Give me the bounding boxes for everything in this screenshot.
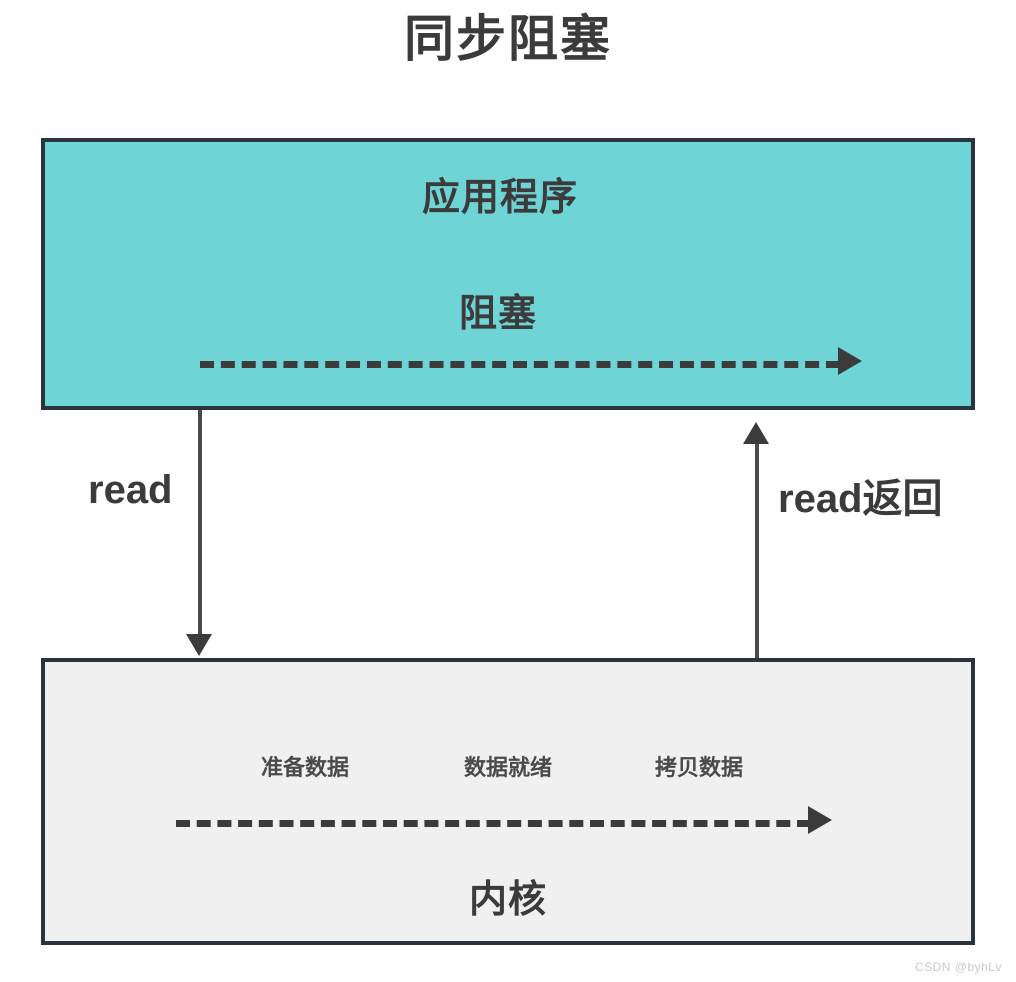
- read-return-arrowhead-icon: [743, 422, 769, 444]
- kernel-step-label: 拷贝数据: [654, 755, 744, 780]
- application-timeline-arrowhead-icon: [838, 347, 862, 375]
- application-layer-label: 应用程序: [421, 177, 578, 219]
- application-layer-box: 应用程序 阻塞: [41, 138, 975, 410]
- kernel-layer-box: 内核 准备数据 数据就绪 拷贝数据: [41, 658, 975, 945]
- kernel-step-label: 准备数据: [260, 755, 350, 780]
- read-return-arrow-line: [755, 444, 759, 658]
- page-title: 同步阻塞: [404, 11, 612, 67]
- read-call-arrow-line: [198, 410, 202, 636]
- kernel-step-label: 数据就绪: [463, 755, 553, 780]
- kernel-timeline-arrowhead-icon: [808, 806, 832, 834]
- watermark: CSDN @byhLv: [914, 960, 1002, 974]
- application-state-label: 阻塞: [458, 293, 537, 335]
- read-return-label: read返回: [778, 477, 943, 521]
- application-timeline-dashed-line: [200, 361, 840, 368]
- kernel-timeline-dashed-line: [176, 820, 811, 827]
- read-call-label: read: [88, 468, 173, 512]
- kernel-layer-label: 内核: [468, 879, 547, 921]
- read-call-arrowhead-icon: [186, 634, 212, 656]
